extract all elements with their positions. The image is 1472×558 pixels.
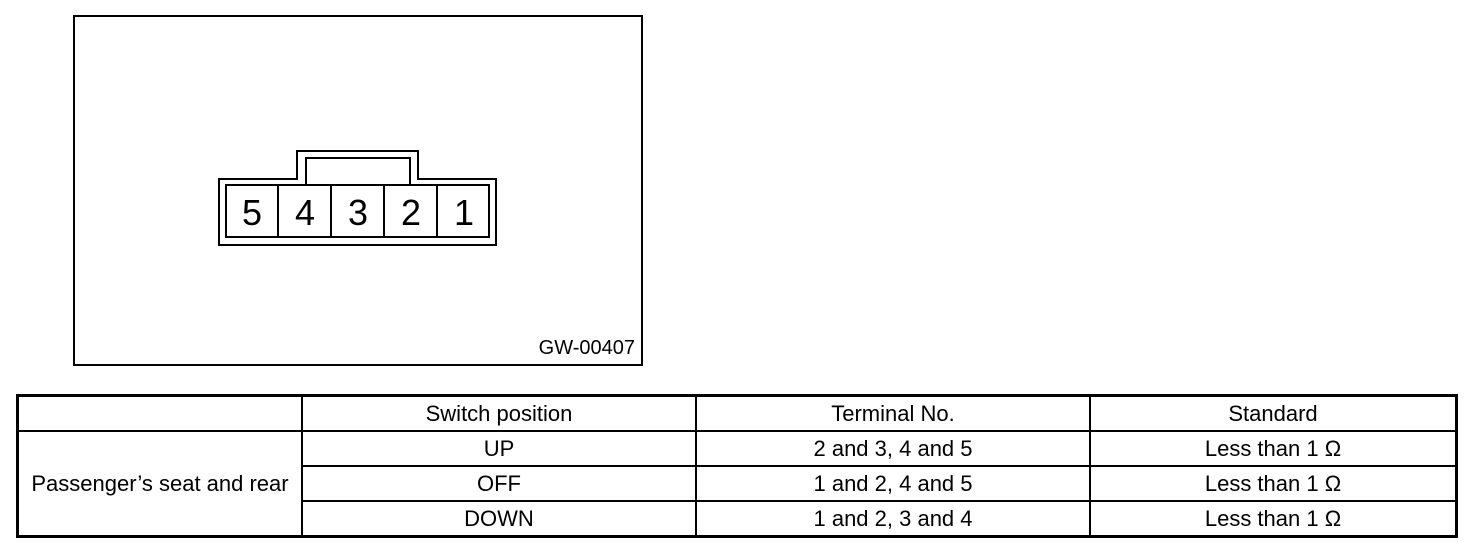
connector-figure: 5 4 3 2 1 GW-00407 — [73, 15, 643, 366]
connector-tab-inner — [305, 157, 411, 185]
cell-terminal-no: 1 and 2, 3 and 4 — [695, 500, 1091, 538]
cell-terminal-no: 1 and 2, 4 and 5 — [695, 465, 1091, 502]
table-row: DOWN 1 and 2, 3 and 4 Less than 1 Ω — [18, 500, 1458, 538]
table-header-terminal-no: Terminal No. — [695, 394, 1091, 432]
terminal-number: 5 — [242, 192, 262, 233]
table-header-switch-position: Switch position — [301, 394, 697, 432]
figure-code: GW-00407 — [538, 337, 635, 359]
cell-switch-position: OFF — [301, 465, 697, 502]
row-label: Passenger’s seat and rear — [16, 430, 303, 538]
table-header-standard: Standard — [1089, 394, 1458, 432]
switch-spec-table: Switch position Terminal No. Standard Pa… — [16, 394, 1458, 538]
cell-standard: Less than 1 Ω — [1089, 465, 1458, 502]
connector-housing-outer — [218, 150, 497, 246]
connector-cavity — [225, 184, 490, 238]
terminal-number: 2 — [401, 192, 421, 233]
cell-standard: Less than 1 Ω — [1089, 500, 1458, 538]
cell-standard: Less than 1 Ω — [1089, 430, 1458, 467]
table-header-blank — [16, 394, 303, 432]
terminal-number: 4 — [295, 192, 315, 233]
table-row: Passenger’s seat and rear UP 2 and 3, 4 … — [16, 430, 1458, 538]
cell-terminal-no: 2 and 3, 4 and 5 — [695, 430, 1091, 467]
terminal-number: 1 — [454, 192, 474, 233]
connector-diagram: 5 4 3 2 1 — [218, 150, 497, 246]
table-header-row: Switch position Terminal No. Standard — [16, 394, 1458, 432]
cell-switch-position: DOWN — [301, 500, 697, 538]
terminal-number: 3 — [348, 192, 368, 233]
table-row: OFF 1 and 2, 4 and 5 Less than 1 Ω — [18, 465, 1458, 502]
cell-switch-position: UP — [301, 430, 697, 467]
